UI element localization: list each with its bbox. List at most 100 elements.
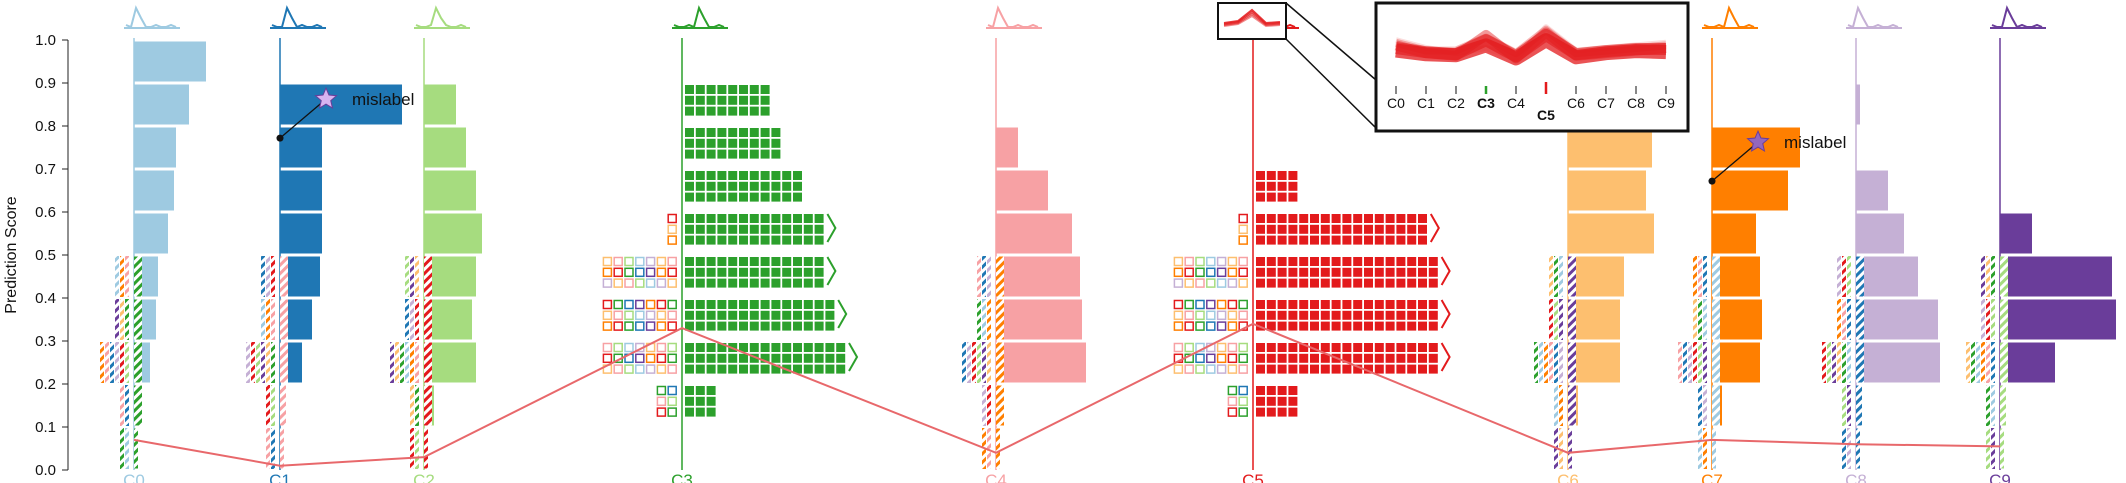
misclass-stub bbox=[410, 428, 414, 469]
misclass-stub bbox=[120, 385, 124, 426]
sample-square bbox=[706, 300, 716, 309]
sample-square bbox=[1310, 343, 1319, 352]
sample-square bbox=[803, 364, 813, 374]
sample-square bbox=[793, 278, 802, 288]
sample-square bbox=[782, 257, 792, 266]
inset-tick-label: C9 bbox=[1657, 95, 1675, 111]
misclass-stub bbox=[967, 342, 971, 383]
misclass-stub bbox=[1842, 256, 1846, 297]
sample-square bbox=[771, 278, 781, 288]
misclass-square bbox=[1195, 310, 1205, 321]
bar-c6 bbox=[1568, 342, 1620, 383]
misclass-stub bbox=[1559, 299, 1563, 340]
bar-c4 bbox=[996, 213, 1072, 254]
sample-square bbox=[706, 224, 716, 234]
misclass-square bbox=[1238, 342, 1248, 353]
sample-square bbox=[760, 171, 770, 180]
sample-square bbox=[1266, 310, 1276, 320]
sample-square bbox=[695, 192, 705, 202]
sample-square bbox=[1396, 300, 1406, 309]
sample-square bbox=[1407, 343, 1417, 352]
sample-square bbox=[728, 128, 738, 137]
misclass-stub bbox=[1981, 256, 1985, 297]
sample-square bbox=[685, 106, 694, 116]
bar-hatch bbox=[1568, 428, 1572, 469]
sample-square bbox=[803, 310, 813, 320]
sample-square bbox=[717, 149, 727, 159]
sample-square bbox=[771, 343, 781, 352]
sample-square bbox=[1277, 192, 1287, 202]
sample-square bbox=[1299, 257, 1309, 266]
sample-square bbox=[1320, 257, 1330, 266]
bar-c8 bbox=[1856, 256, 1918, 297]
misclass-stub bbox=[415, 385, 419, 426]
misclass-stub bbox=[1842, 385, 1846, 426]
misclass-stub bbox=[271, 342, 275, 383]
misclass-square bbox=[667, 299, 677, 310]
misclass-stub bbox=[120, 428, 124, 469]
misclass-stub bbox=[1693, 299, 1697, 340]
sample-square bbox=[1342, 321, 1352, 331]
sample-square bbox=[1320, 321, 1330, 331]
sample-square bbox=[793, 181, 802, 191]
sample-square bbox=[1342, 364, 1352, 374]
misclass-stub bbox=[1549, 342, 1553, 383]
sample-square bbox=[1288, 364, 1298, 374]
y-tick-label: 0.1 bbox=[35, 419, 56, 436]
bar-hatch bbox=[996, 385, 1004, 426]
misclass-square bbox=[613, 310, 623, 321]
sample-square bbox=[728, 192, 738, 202]
y-tick-label: 0.6 bbox=[35, 204, 56, 221]
sample-square bbox=[1353, 364, 1363, 374]
bar-hatch bbox=[1568, 256, 1576, 297]
misclass-square bbox=[1195, 321, 1205, 331]
sample-square bbox=[739, 224, 748, 234]
sample-square bbox=[1342, 300, 1352, 309]
sample-square bbox=[728, 171, 738, 180]
sample-square bbox=[1331, 343, 1341, 352]
misclass-square bbox=[1216, 342, 1227, 353]
sample-square bbox=[803, 300, 813, 309]
sample-square bbox=[1396, 214, 1406, 223]
misclass-square bbox=[1173, 310, 1184, 321]
misclass-square bbox=[1238, 213, 1248, 224]
misclass-square bbox=[645, 256, 656, 267]
sample-square bbox=[1385, 343, 1395, 352]
sample-square bbox=[760, 278, 770, 288]
sample-square bbox=[1256, 171, 1265, 180]
sample-square bbox=[1288, 321, 1298, 331]
misclass-stub bbox=[972, 342, 976, 383]
misclass-square bbox=[667, 256, 677, 267]
bar-hatch bbox=[424, 299, 432, 340]
sample-square bbox=[1320, 224, 1330, 234]
sample-square bbox=[706, 364, 716, 374]
sample-square bbox=[760, 364, 770, 374]
sample-square bbox=[1331, 267, 1341, 277]
sample-square bbox=[1331, 224, 1341, 234]
sample-square bbox=[793, 300, 802, 309]
sample-square bbox=[717, 353, 727, 363]
sample-square bbox=[728, 300, 738, 309]
bar-c6 bbox=[1568, 213, 1654, 254]
sample-square bbox=[717, 224, 727, 234]
misclass-square bbox=[635, 321, 645, 331]
mislabel-text: mislabel bbox=[352, 90, 414, 109]
misclass-stub bbox=[1842, 342, 1846, 383]
sample-square bbox=[1342, 353, 1352, 363]
sample-square bbox=[749, 106, 759, 116]
misclass-square bbox=[1206, 267, 1216, 278]
sample-square bbox=[739, 278, 748, 288]
sample-square bbox=[1385, 278, 1395, 288]
sample-square bbox=[1310, 278, 1319, 288]
sample-square bbox=[1342, 267, 1352, 277]
misclass-stub bbox=[1847, 342, 1851, 383]
sample-square bbox=[728, 138, 738, 148]
sample-square bbox=[1428, 321, 1438, 331]
misclass-square bbox=[1206, 364, 1216, 374]
mislabel-star-icon bbox=[1746, 129, 1770, 153]
misclass-square bbox=[1238, 256, 1248, 267]
sample-square bbox=[685, 278, 694, 288]
misclass-stub bbox=[1991, 299, 1995, 340]
sample-square bbox=[1407, 321, 1417, 331]
